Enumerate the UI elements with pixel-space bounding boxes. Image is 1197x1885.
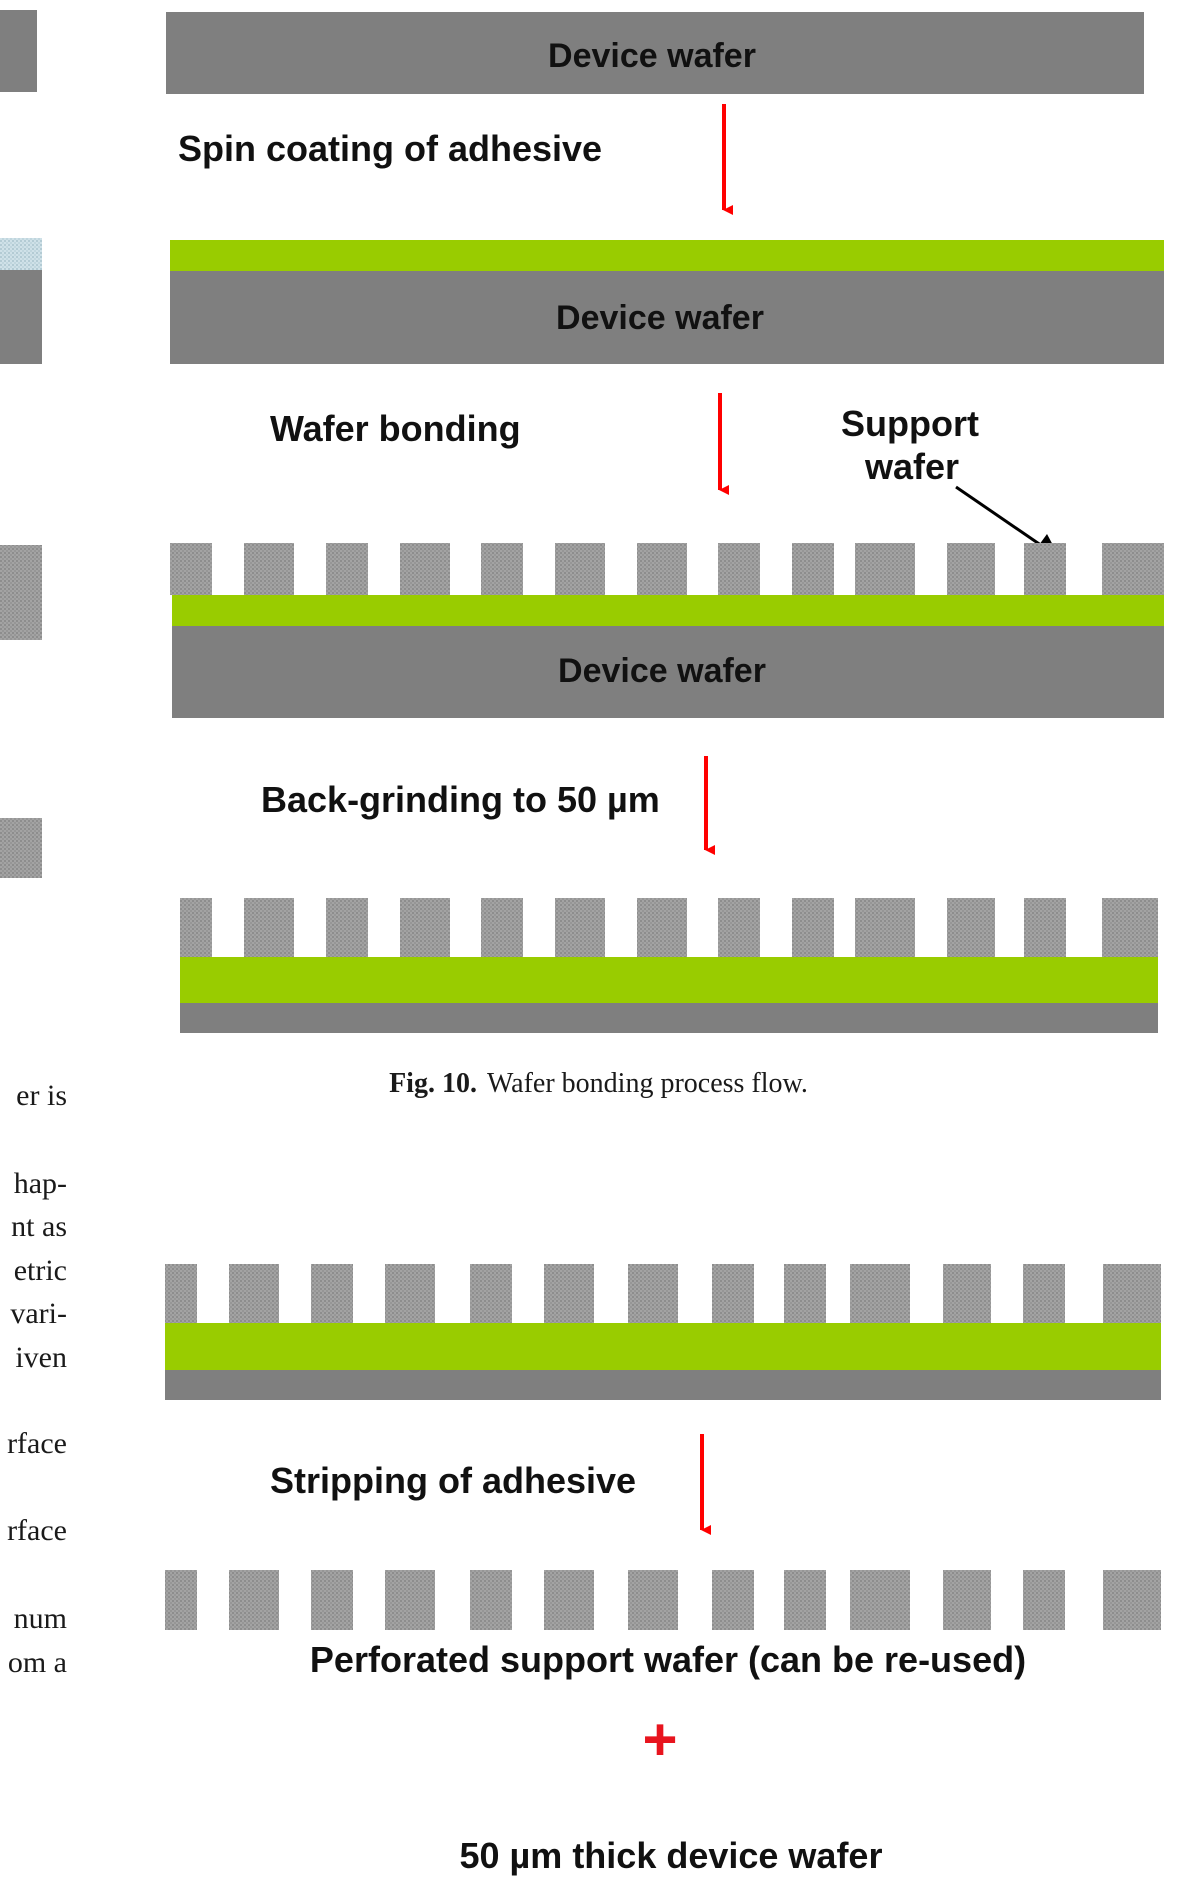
- support-pillar: [628, 1264, 678, 1323]
- support-pillar: [229, 1570, 279, 1630]
- thin-device-wafer-label: 50 µm thick device wafer: [460, 1835, 883, 1876]
- support-wafer-3: [170, 543, 1164, 595]
- support-pillar: [850, 1264, 910, 1323]
- support-pillar: [555, 543, 605, 595]
- support-pillar: [170, 543, 212, 595]
- stripping-label: Stripping of adhesive: [270, 1460, 636, 1501]
- support-pillar: [311, 1264, 353, 1323]
- spin-coating-label: Spin coating of adhesive: [178, 128, 602, 169]
- adhesive-layer-5: [165, 1323, 1161, 1370]
- support-wafer-callout-line2: wafer: [864, 446, 959, 487]
- support-pillar: [792, 543, 834, 595]
- body-text-fragment: etric: [13, 1254, 67, 1287]
- device-wafer-1: [166, 12, 1144, 94]
- body-text-fragment: num: [13, 1602, 67, 1635]
- body-text-fragment: rface: [7, 1514, 67, 1547]
- cropped-fragment: [0, 10, 37, 92]
- support-pillar: [850, 1570, 910, 1630]
- support-pillar: [555, 898, 605, 957]
- back-grinding-label: Back-grinding to 50 µm: [261, 779, 660, 820]
- body-text-fragment: iven: [15, 1341, 67, 1374]
- device-wafer-3-label: Device wafer: [558, 652, 766, 690]
- support-pillar: [1024, 898, 1066, 957]
- support-pillar: [712, 1264, 754, 1323]
- support-pillar: [544, 1570, 594, 1630]
- support-pillar: [792, 898, 834, 957]
- support-pillar: [1102, 543, 1164, 595]
- figure-caption-text: Wafer bonding process flow.: [486, 1068, 808, 1099]
- cropped-fragment: [0, 545, 42, 640]
- adhesive-layer-2: [170, 240, 1164, 271]
- support-pillar: [1024, 543, 1066, 595]
- device-wafer-1-label: Device wafer: [548, 37, 756, 75]
- plus-sign: +: [642, 1706, 677, 1773]
- support-pillar: [855, 898, 915, 957]
- support-wafer-4: [180, 898, 1158, 957]
- support-pillar: [244, 543, 294, 595]
- cropped-fragment: [0, 818, 42, 878]
- support-pillar: [637, 543, 687, 595]
- figure-caption: Fig. 10. Wafer bonding process flow.: [0, 1068, 1197, 1100]
- device-wafer-3: [172, 626, 1164, 718]
- support-pillar: [947, 898, 995, 957]
- support-pillar: [628, 1570, 678, 1630]
- thinned-device-wafer-5: [165, 1370, 1161, 1400]
- support-pillar: [784, 1570, 826, 1630]
- support-pillar: [311, 1570, 353, 1630]
- body-text-fragment: er is: [16, 1079, 67, 1112]
- support-pillar: [326, 543, 368, 595]
- support-pillar: [470, 1264, 512, 1323]
- thinned-device-wafer-4: [180, 1003, 1158, 1033]
- device-wafer-2: [170, 271, 1164, 364]
- support-wafer-callout-line1: Support: [841, 403, 979, 444]
- support-pillar: [1023, 1570, 1065, 1630]
- adhesive-layer-4: [180, 957, 1158, 1003]
- perforated-support-label: Perforated support wafer (can be re-used…: [310, 1639, 1026, 1680]
- support-pillar: [855, 543, 915, 595]
- body-text-fragment: rface: [7, 1427, 67, 1460]
- support-pillar: [481, 898, 523, 957]
- support-pillar: [165, 1570, 197, 1630]
- support-pillar: [718, 898, 760, 957]
- perforated-support-wafer: [165, 1570, 1161, 1630]
- body-text-fragment: hap-: [13, 1167, 67, 1200]
- cropped-fragment: [0, 270, 42, 364]
- body-text-fragment: nt as: [11, 1210, 67, 1243]
- support-pillar: [544, 1264, 594, 1323]
- support-pillar: [385, 1570, 435, 1630]
- support-pillar: [481, 543, 523, 595]
- support-pillar: [1103, 1570, 1161, 1630]
- support-pillar: [180, 898, 212, 957]
- support-pillar: [244, 898, 294, 957]
- body-text-fragment: vari-: [10, 1297, 67, 1330]
- support-pillar: [943, 1570, 991, 1630]
- support-pillar: [1102, 898, 1158, 957]
- device-wafer-2-label: Device wafer: [556, 299, 764, 337]
- support-pillar: [400, 543, 450, 595]
- support-pillar: [400, 898, 450, 957]
- cropped-fragment: [0, 238, 42, 270]
- figure-number: Fig. 10.: [389, 1068, 477, 1099]
- support-pillar: [712, 1570, 754, 1630]
- support-pillar: [470, 1570, 512, 1630]
- adhesive-layer-3: [172, 595, 1164, 626]
- support-pillar: [784, 1264, 826, 1323]
- support-pillar: [943, 1264, 991, 1323]
- support-wafer-pointer: [955, 485, 1049, 552]
- support-pillar: [165, 1264, 197, 1323]
- support-pillar: [326, 898, 368, 957]
- support-pillar: [947, 543, 995, 595]
- body-text-fragment: om a: [7, 1646, 67, 1679]
- support-pillar: [637, 898, 687, 957]
- support-pillar: [1103, 1264, 1161, 1323]
- support-pillar: [229, 1264, 279, 1323]
- support-pillar: [385, 1264, 435, 1323]
- support-pillar: [718, 543, 760, 595]
- support-wafer-5: [165, 1264, 1161, 1323]
- support-pillar: [1023, 1264, 1065, 1323]
- wafer-bonding-label: Wafer bonding: [270, 408, 521, 449]
